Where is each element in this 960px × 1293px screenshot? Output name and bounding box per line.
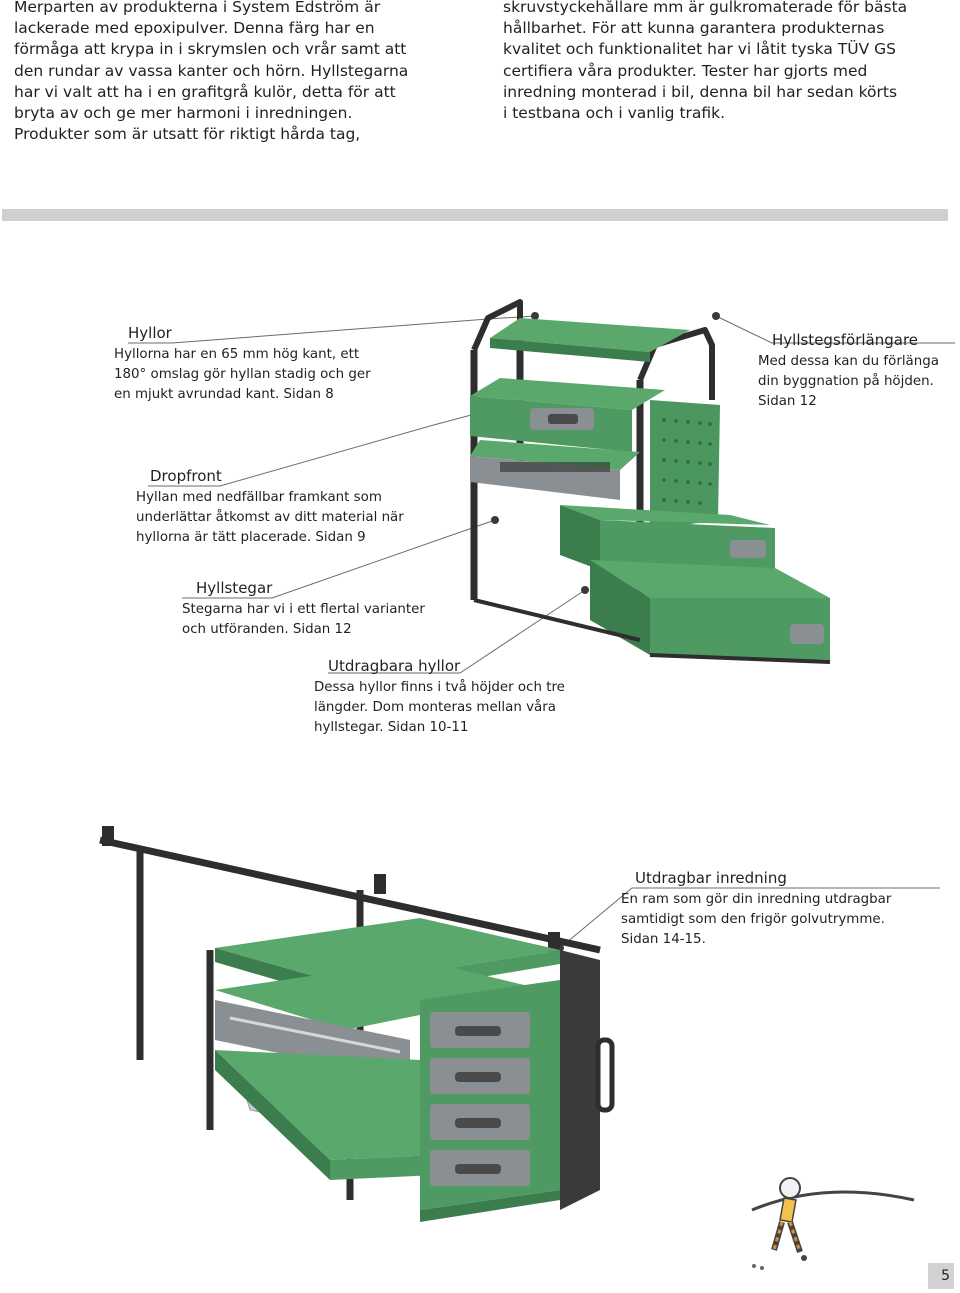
intro-line: inredning monterad i bil, denna bil har …: [503, 82, 898, 101]
callout-line: 180° omslag gör hyllan stadig och ger: [114, 367, 371, 382]
callout-utdragbara-hyllor: Utdragbara hyllor Dessa hyllor finns i t…: [314, 656, 588, 738]
intro-line: skruvstyckehållare mm är gulkromaterade …: [503, 0, 908, 16]
callout-title: Dropfront: [150, 467, 222, 485]
callout-title: Utdragbar inredning: [635, 869, 787, 887]
mascot-figure: [751, 1177, 915, 1270]
intro-line: har vi valt att ha i en grafitgrå kulör,…: [14, 82, 396, 101]
callout-line: Dessa hyllor finns i två höjder och tre: [314, 680, 565, 695]
callout-line: En ram som gör din inredning utdragbar: [621, 892, 892, 907]
callout-line: Med dessa kan du förlänga: [758, 354, 939, 369]
intro-text-right: skruvstyckehållare mm är gulkromaterade …: [503, 0, 923, 124]
callout-hyllor: Hyllor Hyllorna har en 65 mm hög kant, e…: [114, 323, 408, 405]
callout-hyllstegar: Hyllstegar Stegarna har vi i ett flertal…: [182, 578, 476, 640]
callout-line: och utföranden. Sidan 12: [182, 622, 352, 637]
callout-line: hyllstegar. Sidan 10-11: [314, 720, 469, 735]
callout-line: Hyllan med nedfällbar framkant som: [136, 490, 382, 505]
callout-line: Hyllorna har en 65 mm hög kant, ett: [114, 347, 360, 362]
intro-line: förmåga att krypa in i skrymslen och vrå…: [14, 40, 407, 59]
callout-title: Hyllstegsförlängare: [772, 331, 919, 349]
intro-line: den rundar av vassa kanter och hörn. Hyl…: [14, 61, 409, 80]
intro-line: bryta av och ge mer harmoni i inredninge…: [14, 104, 353, 123]
intro-line: certifiera våra produkter. Tester har gj…: [503, 61, 868, 80]
section-divider-bar: [2, 209, 948, 221]
callout-title: Hyllstegar: [196, 579, 273, 597]
intro-line: i testbana och i vanlig trafik.: [503, 104, 726, 123]
callout-title: Utdragbara hyllor: [328, 657, 461, 675]
callout-line: Sidan 14-15.: [621, 932, 706, 947]
callout-line: Sidan 12: [758, 394, 817, 409]
shelving-unit-top: [128, 299, 955, 674]
callout-line: Stegarna har vi i ett flertal varianter: [182, 602, 425, 617]
callout-line: hyllorna är tätt placerade. Sidan 9: [136, 530, 366, 545]
page-number: 5: [928, 1263, 954, 1289]
intro-line: lackerade med epoxipulver. Denna färg ha…: [14, 19, 375, 38]
callout-title: Hyllor: [128, 324, 172, 342]
intro-line: Merparten av produkterna i System Edströ…: [14, 0, 381, 16]
callout-line: en mjukt avrundad kant. Sidan 8: [114, 387, 334, 402]
intro-line: kvalitet och funktionalitet har vi låtit…: [503, 40, 897, 59]
intro-text-left: Merparten av produkterna i System Edströ…: [14, 0, 434, 145]
intro-line: hållbarhet. För att kunna garantera prod…: [503, 19, 885, 38]
callout-line: samtidigt som den frigör golvutrymme.: [621, 912, 885, 927]
intro-line: Produkter som är utsatt för riktigt hård…: [14, 125, 361, 144]
callout-line: längder. Dom monteras mellan våra: [314, 700, 556, 715]
callout-hyllstegsforlangare: Hyllstegsförlängare Med dessa kan du för…: [758, 330, 957, 412]
callout-line: underlättar åtkomst av ditt material när: [136, 510, 404, 525]
callout-dropfront: Dropfront Hyllan med nedfällbar framkant…: [136, 466, 450, 548]
callout-line: din byggnation på höjden.: [758, 374, 934, 389]
callout-utdragbar-inredning: Utdragbar inredning En ram som gör din i…: [621, 868, 935, 950]
